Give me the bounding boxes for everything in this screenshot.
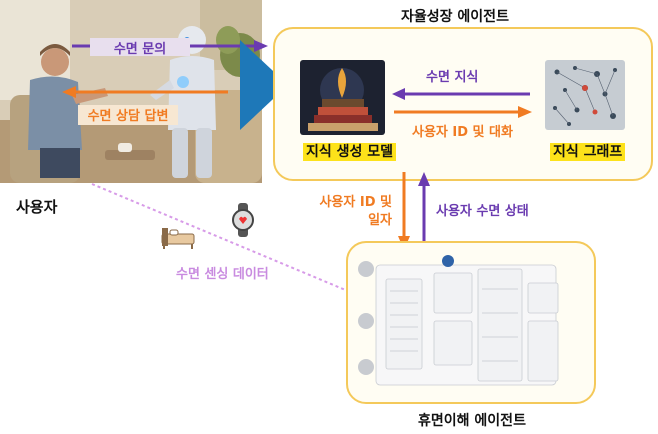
- user-id-date-label: 사용자 ID 및 일자: [316, 194, 392, 230]
- smartwatch-icon: [232, 203, 254, 237]
- bed-icon: [160, 224, 196, 250]
- sleep-knowledge-label: 수면 지식: [426, 70, 479, 85]
- user-sleep-state-label: 사용자 수면 상태: [436, 204, 529, 219]
- knowledge-graph-label: 지식 그래프: [550, 143, 626, 161]
- pointer-triangle: [240, 40, 290, 130]
- knowledge-model-label-wrap: 지식 생성 모델: [303, 141, 397, 161]
- sleep-knowledge-arrow: [392, 86, 532, 100]
- knowledge-model-image: [300, 60, 385, 135]
- sleep-sensing-arrow: [90, 182, 370, 302]
- sleep-consult-answer-arrow: [60, 82, 230, 102]
- user-id-date-arrow: [397, 172, 411, 250]
- sleep-agent-title: 휴면이해 에이전트: [418, 413, 526, 429]
- user-id-date-line1: 사용자 ID 및: [319, 195, 392, 210]
- knowledge-graph-label-wrap: 지식 그래프: [550, 141, 626, 161]
- sleep-inquiry-label-bg: 수면 문의: [90, 38, 190, 57]
- user-id-dialog-label: 사용자 ID 및 대화: [412, 125, 513, 140]
- user-label: 사용자: [16, 198, 58, 216]
- knowledge-model-label: 지식 생성 모델: [303, 143, 397, 161]
- sleep-consult-answer-label: 수면 상담 답변: [87, 109, 169, 124]
- growth-agent-title: 자율성장 에이전트: [401, 9, 509, 25]
- sleep-sensing-label: 수면 센싱 데이터: [176, 267, 269, 282]
- user-robot-photo: [0, 0, 262, 183]
- user-sleep-state-arrow: [417, 172, 431, 250]
- sleep-agent-diagram: [358, 255, 559, 386]
- sleep-agent-box: [346, 241, 596, 404]
- sleep-inquiry-label: 수면 문의: [113, 42, 167, 57]
- user-id-dialog-arrow: [392, 104, 532, 118]
- knowledge-graph-image: [545, 60, 625, 130]
- user-id-date-line2: 일자: [368, 213, 392, 228]
- sleep-consult-answer-label-bg: 수면 상담 답변: [78, 105, 178, 125]
